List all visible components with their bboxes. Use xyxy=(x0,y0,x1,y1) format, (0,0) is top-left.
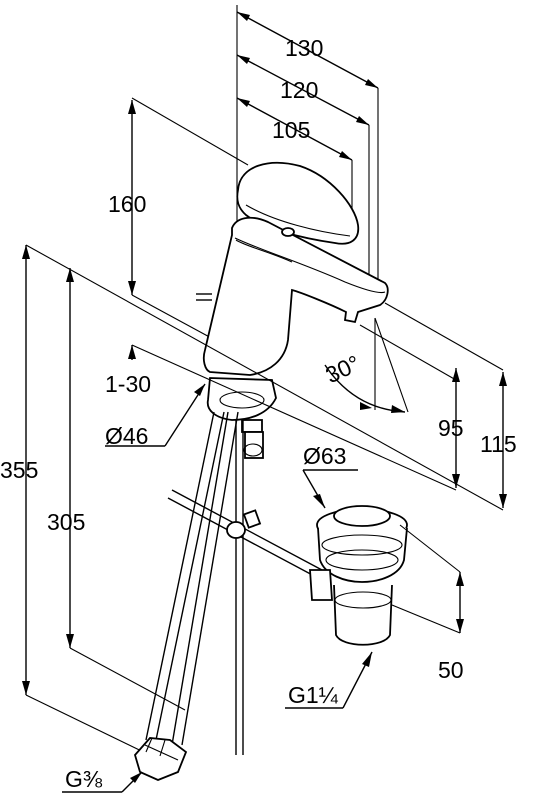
waste-valve xyxy=(310,506,407,645)
popup-rod xyxy=(168,490,322,578)
dim-95-label: 95 xyxy=(438,415,464,441)
dim-1-30-label: 1-30 xyxy=(105,371,151,397)
dim-g38-label: G⅜ xyxy=(65,766,103,792)
height-355-305-dimensions xyxy=(22,245,185,760)
dim-120-label: 120 xyxy=(280,77,318,103)
supply-hoses xyxy=(135,412,243,780)
dim-305-label: 305 xyxy=(47,509,85,535)
dim-105-label: 105 xyxy=(272,117,310,143)
dim-160-label: 160 xyxy=(108,191,146,217)
diameter-63-leader xyxy=(303,470,358,508)
dim-d63-label: Ø63 xyxy=(303,443,346,469)
dim-115-label: 115 xyxy=(480,431,517,457)
dim-g114-label: G1¼ xyxy=(288,682,339,708)
dim-d46-label: Ø46 xyxy=(105,423,148,449)
dim-50-label: 50 xyxy=(438,657,464,683)
dim-130-label: 130 xyxy=(285,35,323,61)
faucet-body xyxy=(196,163,388,458)
dim-355-label: 355 xyxy=(0,457,38,483)
dim-30deg-label: 30° xyxy=(321,350,364,388)
